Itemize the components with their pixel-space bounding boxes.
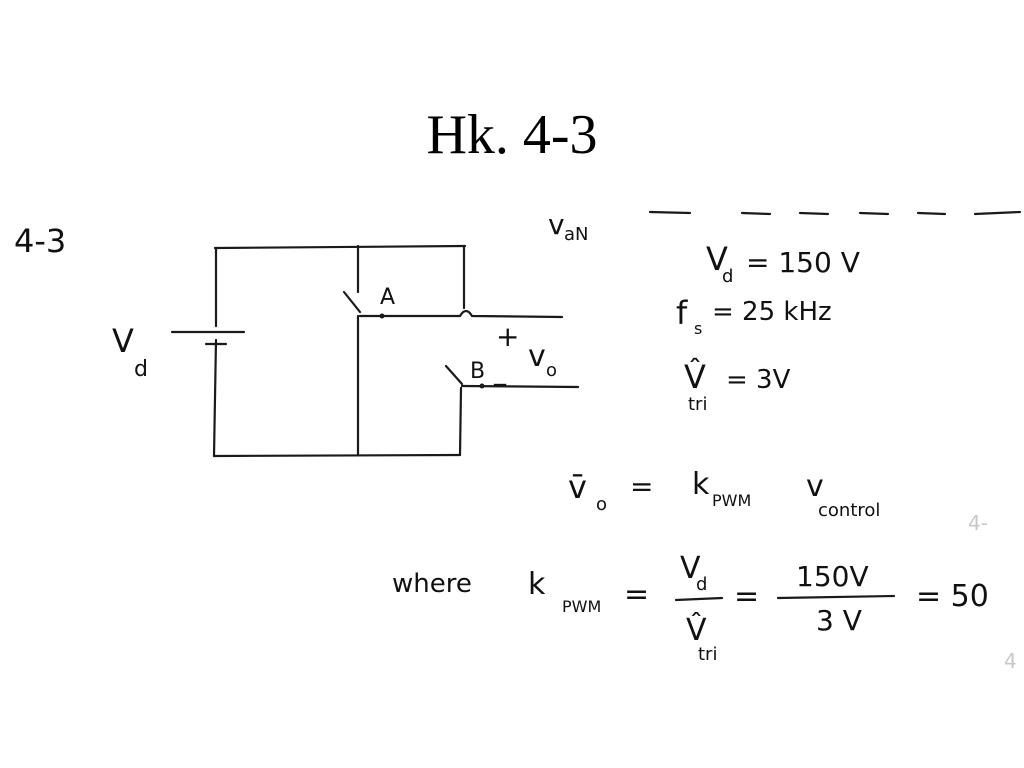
- output-plus: +: [496, 320, 519, 353]
- circuit-diagram: V d A B + _ v o: [112, 244, 580, 458]
- where-word: where: [392, 569, 472, 599]
- switch-a-dot: [379, 313, 385, 319]
- given-fs-value: = 25 kHz: [712, 297, 832, 327]
- problem-label: 4-3: [14, 222, 66, 260]
- slide-title: Hk. 4-3: [426, 104, 598, 166]
- top-wire: [213, 244, 467, 250]
- top-fragment-subscript: aN: [564, 224, 589, 245]
- source-subscript: d: [134, 357, 148, 382]
- given-vd-symbol: V: [706, 240, 728, 278]
- frac2-denominator: 3 V: [816, 604, 862, 637]
- switch-a-output: [358, 309, 564, 319]
- frac2-numerator: 150V: [796, 560, 869, 593]
- output-voltage-subscript: o: [546, 360, 557, 381]
- avg-k-subscript: PWM: [712, 491, 751, 510]
- switch-b-blade: [444, 364, 464, 386]
- frac1-denominator-subscript: tri: [698, 644, 717, 665]
- left-wire-bottom: [212, 338, 218, 458]
- switch-b-dot: [479, 383, 485, 389]
- margin-mark-2: 4: [1004, 649, 1017, 673]
- where-equals-2: =: [734, 579, 759, 614]
- where-equals-1: =: [624, 577, 649, 612]
- where-k: k: [528, 567, 546, 602]
- avg-lhs-subscript: o: [596, 494, 607, 515]
- frac1-numerator-subscript: d: [696, 574, 707, 595]
- output-minus: _: [493, 358, 507, 386]
- frac1-denominator: V̂: [686, 612, 707, 648]
- source-label: V: [112, 322, 134, 360]
- switch-a-label: A: [380, 285, 395, 310]
- avg-v-subscript: control: [818, 500, 880, 521]
- switch-b-output: [460, 384, 580, 389]
- given-vd-subscript: d: [722, 266, 733, 287]
- given-values: V d = 150 V f s = 25 kHz V̂ tri = 3V: [676, 240, 860, 415]
- frac2-bar: [776, 594, 896, 600]
- given-vtri-symbol: V̂: [684, 358, 706, 396]
- right-leg-bottom: [458, 386, 463, 457]
- top-fragment: v: [548, 208, 565, 241]
- frac1-bar: [674, 596, 724, 602]
- avg-equals: =: [630, 470, 653, 503]
- top-cutoff-strokes: [648, 210, 1022, 216]
- given-fs-symbol: f: [676, 294, 688, 332]
- frac1-numerator: V: [680, 551, 701, 586]
- avg-lhs: v̄: [568, 468, 587, 506]
- given-fs-subscript: s: [694, 319, 702, 338]
- where-equals-result: = 50: [916, 579, 989, 614]
- switch-a-blade: [342, 290, 362, 314]
- bottom-wire: [212, 453, 462, 458]
- kpwm-equation: where k PWM = V d V̂ tri = 150V 3 V = 50: [392, 551, 989, 665]
- avg-k: k: [692, 467, 710, 502]
- output-voltage: v: [528, 339, 546, 374]
- average-output-equation: v̄ o = k PWM v control: [568, 467, 880, 521]
- given-vtri-subscript: tri: [688, 394, 707, 415]
- switch-b-label: B: [470, 359, 485, 384]
- given-vd-value: = 150 V: [746, 246, 860, 279]
- avg-v: v: [806, 469, 824, 504]
- margin-mark-1: 4-: [968, 511, 988, 535]
- given-vtri-value: = 3V: [726, 365, 791, 395]
- where-k-subscript: PWM: [562, 597, 601, 616]
